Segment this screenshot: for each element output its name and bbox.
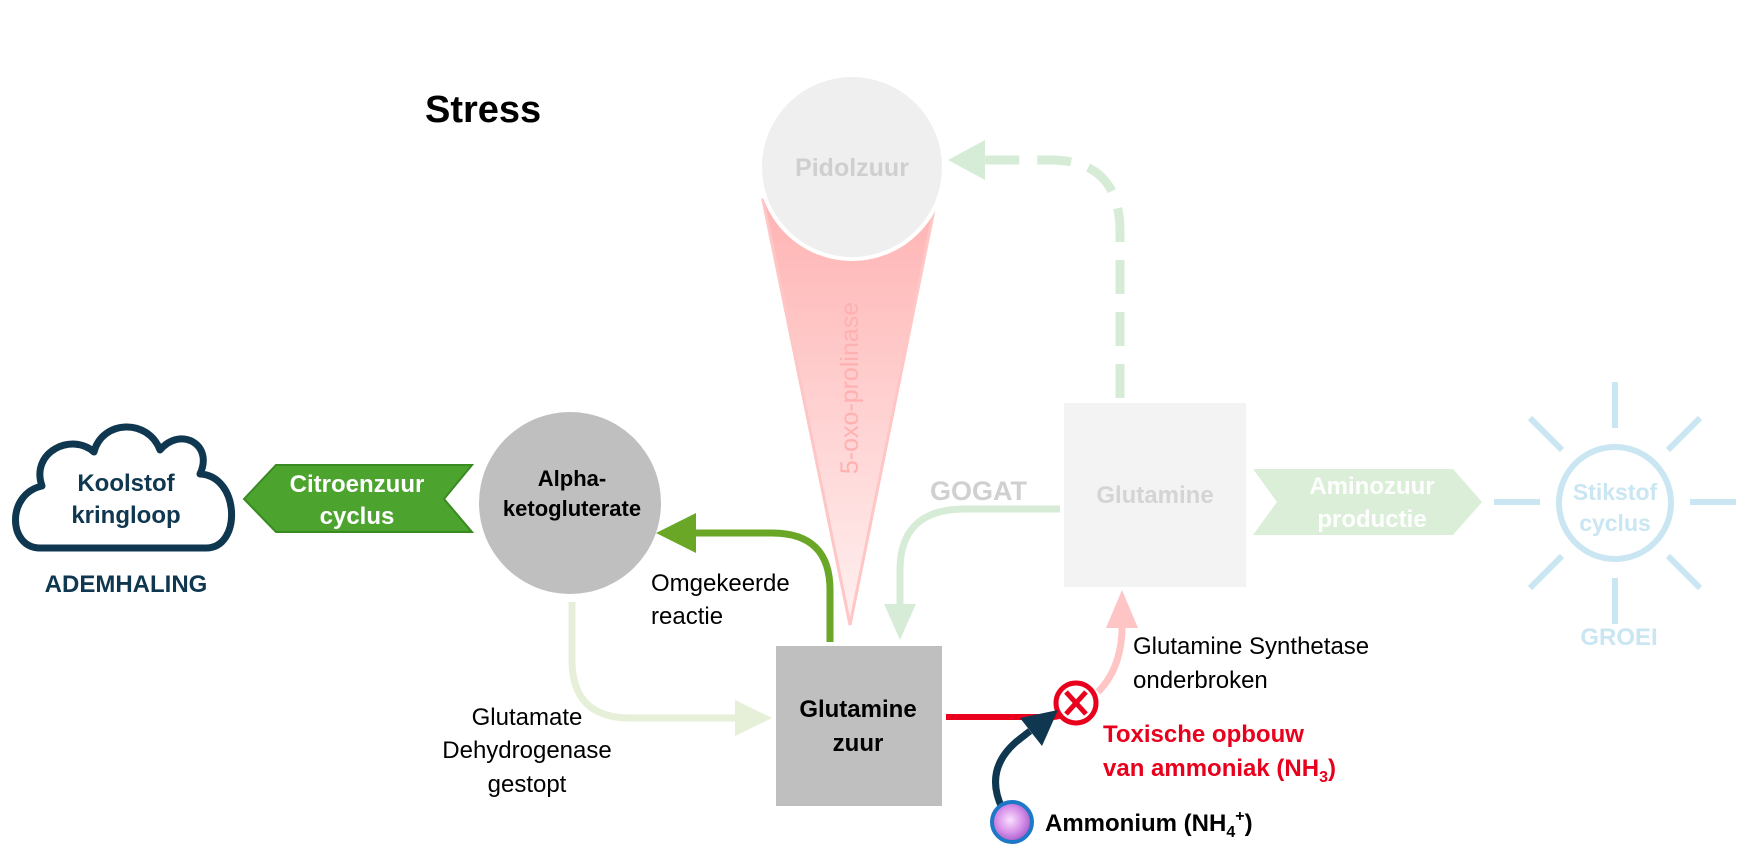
ion-sphere-icon xyxy=(990,800,1034,844)
ammonium-close: ) xyxy=(1245,810,1253,837)
stikstof-caption: GROEI xyxy=(1580,624,1657,651)
glutaminezuur-line1: Glutamine xyxy=(799,696,916,723)
toxisch-line2-text: van ammoniak (NH xyxy=(1103,755,1319,782)
omgekeerde-arrow xyxy=(656,513,834,642)
ammonium-sub: 4 xyxy=(1226,824,1235,841)
gogat-arrow: GOGAT xyxy=(884,476,1060,640)
alpha-line1: Alpha- xyxy=(538,466,606,491)
citroenzuur-line2: cyclus xyxy=(320,503,395,530)
dehydrogenase-line2: Dehydrogenase xyxy=(442,737,611,764)
dehydrogenase-arrow xyxy=(568,602,772,736)
x-circle-icon xyxy=(1053,680,1099,726)
sun-icon xyxy=(1494,382,1736,624)
page-title: Stress xyxy=(425,89,541,131)
alpha-line2: ketogluterate xyxy=(503,496,641,521)
toxisch-close: ) xyxy=(1328,755,1336,782)
glutaminezuur-node: Glutamine zuur xyxy=(776,646,942,806)
glutaminezuur-line2: zuur xyxy=(833,730,884,757)
stikstof-line1: Stikstof xyxy=(1573,479,1658,505)
glutamine-node: Glutamine xyxy=(1064,403,1246,587)
aminozuur-line1: Aminozuur xyxy=(1309,473,1434,500)
ammonium-text: Ammonium (NH xyxy=(1045,810,1226,837)
synthetase-arrow xyxy=(1095,590,1138,695)
koolstof-caption: ADEMHALING xyxy=(45,571,208,598)
gogat-label: GOGAT xyxy=(930,476,1027,506)
omgekeerde-line2: reactie xyxy=(651,603,723,630)
pidolzuur-label: Pidolzuur xyxy=(795,154,909,182)
synthetase-line1: Glutamine Synthetase xyxy=(1133,633,1369,660)
oxoprolinase-cone: 5-oxo-prolinase xyxy=(761,198,938,626)
dehydrogenase-line1: Glutamate xyxy=(472,704,583,731)
aminozuur-banner: Aminozuur productie xyxy=(1253,469,1482,535)
ammonium-label: Ammonium (NH4+) xyxy=(1045,808,1253,841)
oxoprolinase-label: 5-oxo-prolinase xyxy=(836,302,864,474)
ammonium-arrow xyxy=(992,710,1058,810)
pidolzuur-node: Pidolzuur xyxy=(758,73,946,261)
toxisch-sub: 3 xyxy=(1319,769,1328,786)
koolstof-line1: Koolstof xyxy=(77,470,175,497)
omgekeerde-line1: Omgekeerde xyxy=(651,570,790,597)
stikstof-line2: cyclus xyxy=(1579,510,1651,536)
glutamine-label: Glutamine xyxy=(1096,482,1213,509)
koolstof-line2: kringloop xyxy=(71,502,180,529)
toxisch-line1: Toxische opbouw xyxy=(1103,721,1304,748)
synthetase-line2: onderbroken xyxy=(1133,667,1268,694)
toxisch-line2: van ammoniak (NH3) xyxy=(1103,755,1336,786)
citroenzuur-banner: Citroenzuur cyclus xyxy=(242,464,475,533)
cloud-icon xyxy=(12,423,236,552)
citroenzuur-line1: Citroenzuur xyxy=(290,471,425,498)
alpha-ketogluterate-node: Alpha- ketogluterate xyxy=(479,412,661,594)
dashed-arrow-to-pidolzuur xyxy=(948,140,1125,398)
aminozuur-line2: productie xyxy=(1317,506,1426,533)
dehydrogenase-line3: gestopt xyxy=(488,771,567,798)
ammonium-sup: + xyxy=(1235,808,1244,825)
